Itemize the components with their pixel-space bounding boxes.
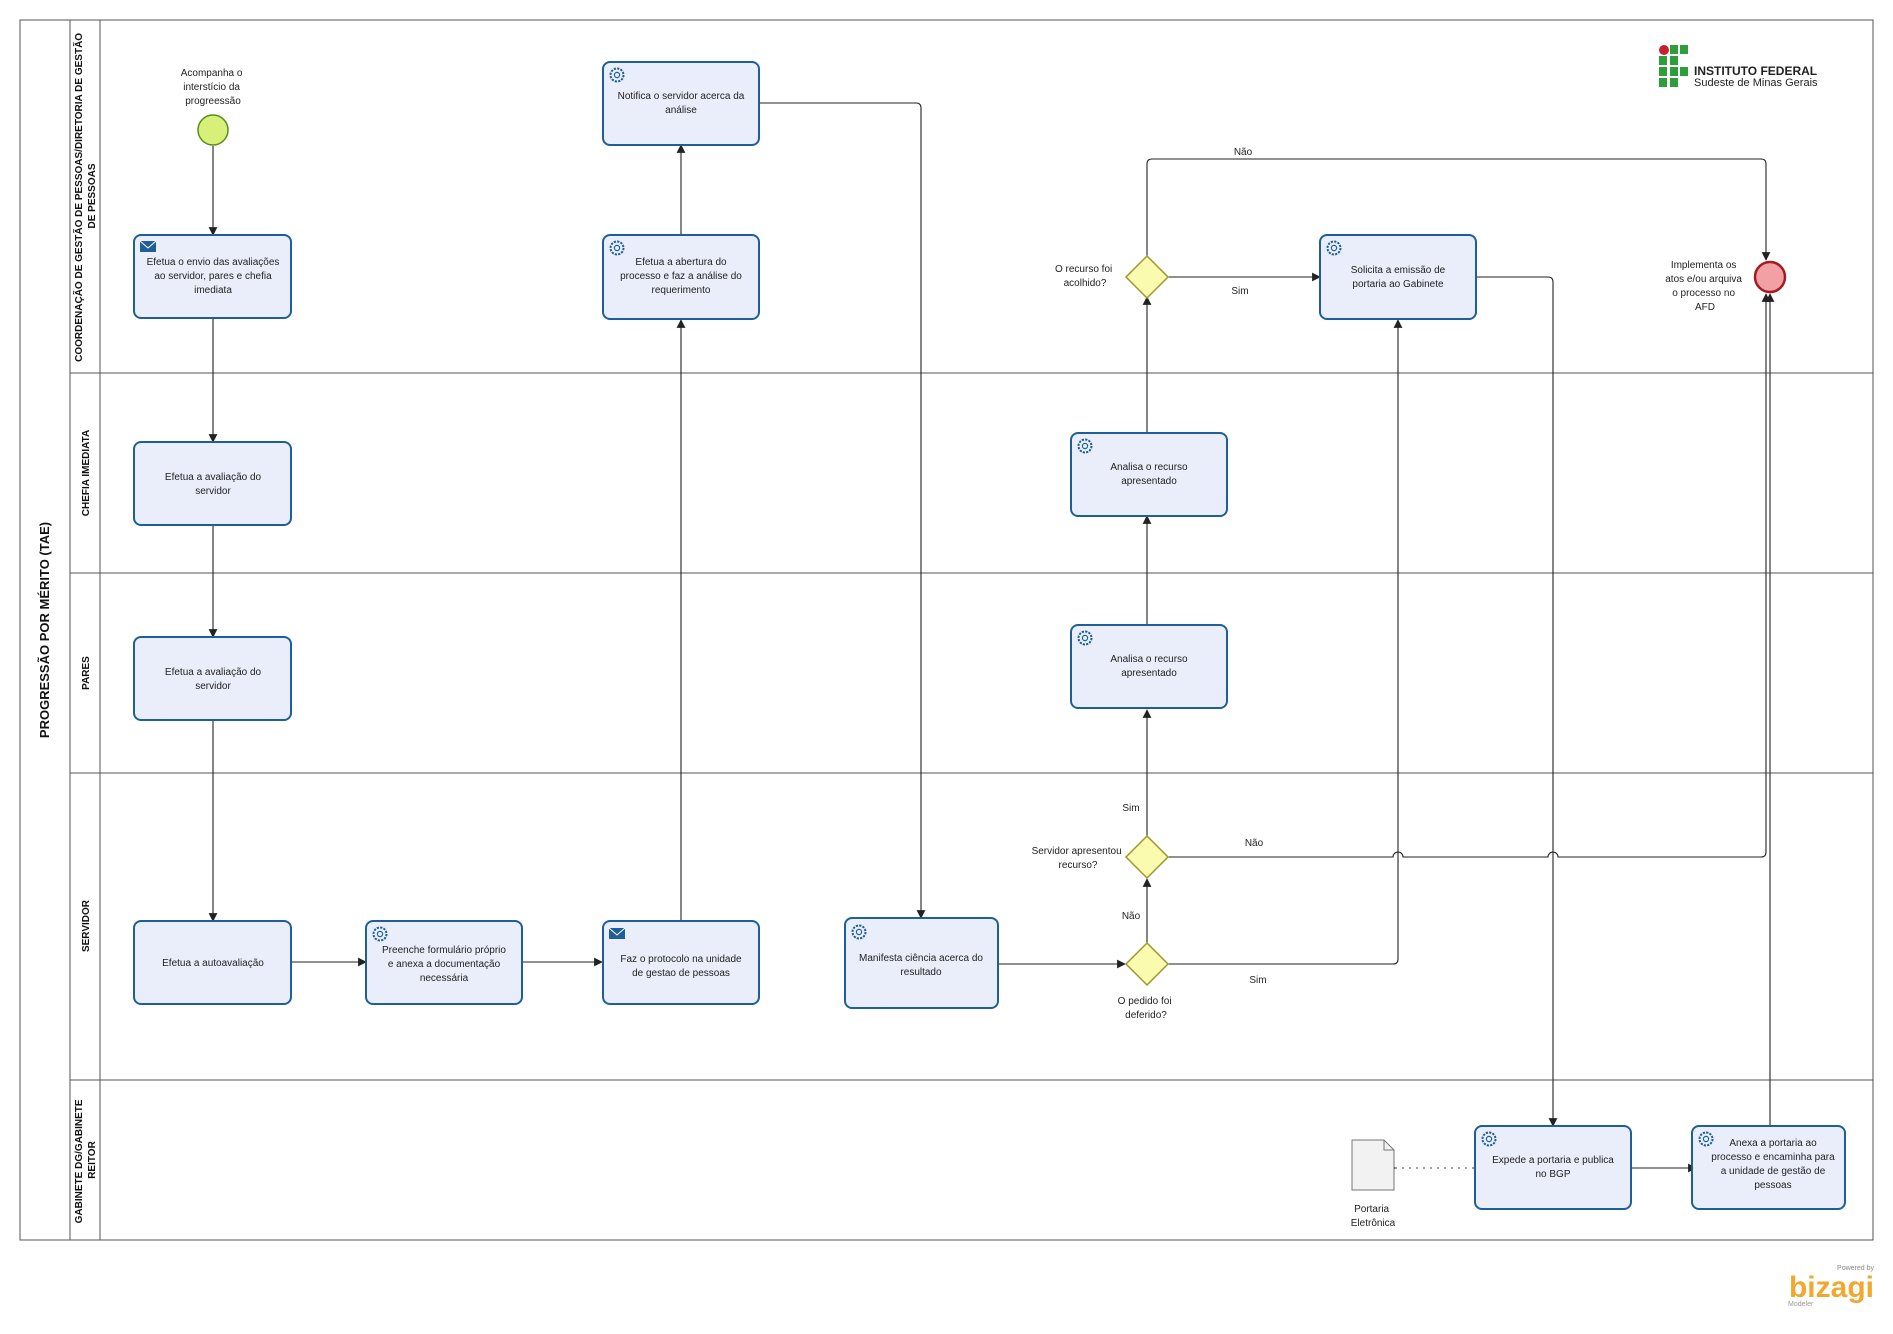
document-icon[interactable] [1351, 1139, 1395, 1191]
gear-icon [372, 926, 388, 942]
institute-logo: INSTITUTO FEDERAL Sudeste de Minas Gerai… [1659, 45, 1818, 89]
gear-icon [1326, 240, 1342, 256]
gateway-label-deferido: O pedido foi deferido? [1118, 996, 1175, 1021]
task-autoavaliacao[interactable]: Efetua a autoavaliação [133, 920, 292, 1005]
gear-icon [609, 240, 625, 256]
powered-by-watermark: Powered by bizagi Modeler [1788, 1265, 1874, 1308]
flow-label-acolhido-sim: Sim [1231, 286, 1248, 297]
flow-solicita-expede [1476, 276, 1558, 1127]
gateway-apresentou-recurso[interactable] [1124, 834, 1170, 880]
start-event-label: Acompanha o interstício da progreessão [181, 68, 246, 107]
svg-text:bizagi: bizagi [1789, 1271, 1874, 1304]
gear-icon [609, 67, 625, 83]
document-label: Portaria Eletrônica [1351, 1204, 1396, 1229]
task-label: Efetua a autoavaliação [162, 958, 264, 969]
lane-title-gabinete: GABINETE DG/GABINETE REITOR [74, 1097, 98, 1224]
flow-label-recurso-nao: Não [1245, 838, 1264, 849]
flow-label-deferido-sim: Sim [1249, 975, 1266, 986]
lane-title-cgp: COORDENAÇÃO DE GESTÃO DE PESSOAS/DIRETOR… [72, 30, 98, 362]
flow-deferido-sim [1168, 319, 1403, 965]
gear-icon [1481, 1131, 1497, 1147]
lane-title-servidor: SERVIDOR [81, 899, 92, 952]
envelope-icon [608, 927, 626, 939]
gateway-label-recurso: Servidor apresentou recurso? [1032, 846, 1125, 871]
lane-title-chefia: CHEFIA IMEDIATA [81, 430, 92, 516]
flow-acolhido-nao [1146, 158, 1771, 261]
flow-label-recurso-sim: Sim [1122, 803, 1139, 814]
flow-label-deferido-nao: Não [1122, 911, 1141, 922]
flow-notifica-ciencia [759, 102, 926, 919]
gear-icon [1698, 1131, 1714, 1147]
envelope-icon [139, 240, 157, 252]
svg-text:Powered by: Powered by [1837, 1265, 1874, 1272]
end-event-label: Implementa os atos e/ou arquiva o proces… [1665, 260, 1745, 313]
gateway-recurso-acolhido[interactable] [1124, 254, 1170, 300]
lane-title-pares: PARES [81, 656, 92, 690]
gear-icon [1077, 630, 1093, 646]
end-event[interactable] [1753, 260, 1787, 294]
gear-icon [1077, 438, 1093, 454]
gear-icon [851, 924, 867, 940]
logo-name: INSTITUTO FEDERAL [1694, 64, 1817, 78]
gateway-label-acolhido: O recurso foi acolhido? [1055, 264, 1115, 289]
gateway-pedido-deferido[interactable] [1124, 941, 1170, 987]
flow-label-acolhido-nao: Não [1234, 147, 1253, 158]
logo-subtitle: Sudeste de Minas Gerais [1694, 77, 1818, 89]
sequence-flows [208, 102, 1775, 1168]
pool-title: PROGRESSÃO POR MÉRITO (TAE) [37, 522, 52, 738]
pool-frame [19, 19, 1874, 1241]
svg-text:Modeler: Modeler [1788, 1301, 1814, 1308]
start-event[interactable] [197, 114, 229, 146]
flow-recurso-nao [1168, 293, 1771, 858]
